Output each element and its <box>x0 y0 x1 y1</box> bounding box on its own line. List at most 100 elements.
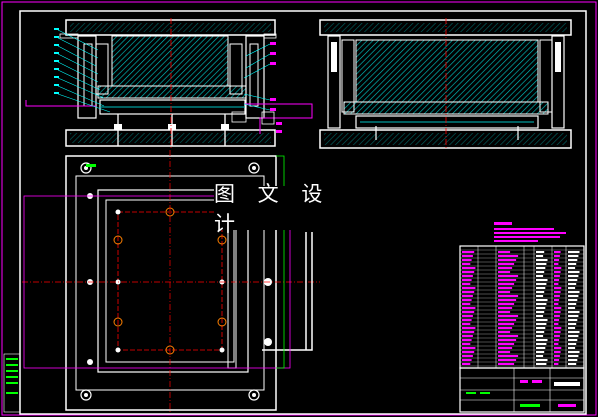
parts-entry-mark <box>554 287 562 289</box>
parts-entry-mark <box>498 287 513 289</box>
parts-entry-mark <box>568 355 579 357</box>
parts-entry-mark <box>568 295 579 297</box>
parts-entry-mark <box>498 335 519 337</box>
parts-entry-mark <box>498 359 517 361</box>
plan-view <box>22 150 320 412</box>
parts-entry-mark <box>498 363 515 365</box>
technical-notes <box>494 222 566 242</box>
parts-entry-mark <box>554 323 559 325</box>
parts-entry-mark <box>462 343 471 345</box>
leader-callout-ticks-right <box>270 42 282 133</box>
parts-entry-mark <box>498 347 513 349</box>
parts-entry-mark <box>554 335 560 337</box>
parts-entry-mark <box>568 323 577 325</box>
parts-entry-mark <box>498 271 511 273</box>
parts-entry-mark <box>568 255 579 257</box>
parts-entry-mark <box>498 283 515 285</box>
parts-entry-mark <box>498 279 517 281</box>
parts-entry-mark <box>554 311 561 313</box>
parts-entry-mark <box>462 335 473 337</box>
parts-entry-mark <box>568 315 579 317</box>
parts-entry-mark <box>554 255 560 257</box>
parts-entry-mark <box>554 303 559 305</box>
parts-entry-mark <box>536 299 548 301</box>
parts-entry-mark <box>554 263 559 265</box>
parts-entry-mark <box>462 255 473 257</box>
parts-entry-mark <box>568 311 580 313</box>
parts-entry-mark <box>568 351 580 353</box>
parts-entry-mark <box>462 323 471 325</box>
parts-entry-mark <box>554 363 559 365</box>
parts-entry-mark <box>462 259 472 261</box>
front-section-view <box>25 18 313 150</box>
parts-entry-mark <box>498 331 511 333</box>
parts-entry-mark <box>554 343 559 345</box>
parts-entry-mark <box>536 251 545 253</box>
parts-entry-mark <box>536 255 544 257</box>
parts-entry-mark <box>498 251 511 253</box>
parts-entry-mark <box>536 259 548 261</box>
parts-entry-mark <box>536 351 545 353</box>
parts-entry-mark <box>568 363 577 365</box>
parts-entry-mark <box>536 339 548 341</box>
parts-entry-mark <box>554 359 560 361</box>
parts-entry-mark <box>568 279 578 281</box>
parts-entry-mark <box>462 363 471 365</box>
parts-entry-mark <box>536 359 548 361</box>
parts-entry-mark <box>568 299 578 301</box>
parts-entry-mark <box>536 303 547 305</box>
parts-entry-mark <box>462 347 476 349</box>
parts-entry-mark <box>554 319 560 321</box>
parts-entry-mark <box>498 299 517 301</box>
parts-entry-mark <box>568 271 580 273</box>
parts-entry-mark <box>554 283 559 285</box>
parts-entry-mark <box>498 295 519 297</box>
parts-entry-mark <box>462 339 472 341</box>
parts-entry-mark <box>568 335 579 337</box>
parts-entry-mark <box>498 315 519 317</box>
parts-entry-mark <box>536 323 547 325</box>
parts-entry-mark <box>498 303 515 305</box>
parts-entry-mark <box>498 319 517 321</box>
parts-entry-mark <box>536 307 546 309</box>
parts-entry-mark <box>536 275 544 277</box>
parts-entry-mark <box>462 319 472 321</box>
parts-entry-mark <box>498 339 517 341</box>
watermark-title: 图 文 设 计 <box>214 182 372 236</box>
parts-entry-mark <box>462 327 476 329</box>
parts-entry-mark <box>536 279 548 281</box>
parts-entry-mark <box>568 343 577 345</box>
parts-entry-mark <box>498 343 515 345</box>
parts-entry-mark <box>536 291 545 293</box>
parts-entry-mark <box>554 339 560 341</box>
parts-entry-mark <box>536 319 548 321</box>
parts-entry-mark <box>498 275 519 277</box>
parts-entry-mark <box>554 327 562 329</box>
parts-entry-mark <box>462 307 476 309</box>
parts-entry-mark <box>554 331 561 333</box>
leader-callout-ticks-left <box>54 28 59 94</box>
parts-entry-mark <box>568 263 577 265</box>
parts-entry-mark <box>568 291 580 293</box>
parts-entry-mark <box>554 307 562 309</box>
parts-entry-mark <box>536 331 545 333</box>
parts-entry-mark <box>498 267 513 269</box>
parts-entry-mark <box>554 259 560 261</box>
parts-entry-mark <box>462 311 475 313</box>
parts-entry-mark <box>568 283 577 285</box>
parts-entry-mark <box>498 351 511 353</box>
parts-entry-mark <box>568 303 577 305</box>
parts-entry-mark <box>462 355 473 357</box>
parts-entry-mark <box>462 315 473 317</box>
parts-entry-mark <box>536 315 544 317</box>
parts-entry-mark <box>554 291 561 293</box>
parts-entry-mark <box>536 355 544 357</box>
parts-entry-mark <box>498 307 513 309</box>
parts-entry-mark <box>554 251 561 253</box>
parts-entry-mark <box>462 287 476 289</box>
parts-entry-mark <box>462 351 475 353</box>
parts-entry-mark <box>462 295 473 297</box>
parts-entry-mark <box>536 263 547 265</box>
